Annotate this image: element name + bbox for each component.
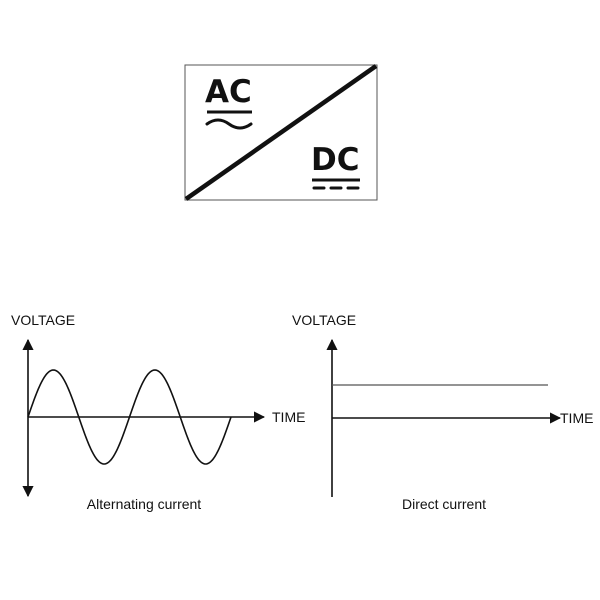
ac-caption: Alternating current [87,496,202,512]
ac-graph: VOLTAGE TIME Alternating current [11,312,305,512]
dc-caption: Direct current [402,496,486,512]
ac-dc-symbol: AC DC [184,64,378,201]
dc-x-axis-label: TIME [560,410,593,426]
dc-label: DC [311,142,359,178]
dc-y-axis-label: VOLTAGE [292,312,356,328]
ac-label: AC [205,74,252,110]
ac-y-axis-label: VOLTAGE [11,312,75,328]
symbol-diagonal [184,64,378,201]
ac-x-axis-label: TIME [272,409,305,425]
ac-sine-wave [27,369,232,465]
dc-graph: VOLTAGE TIME Direct current [292,312,593,512]
symbol-frame [184,64,378,201]
ac-wave-icon [205,118,253,130]
